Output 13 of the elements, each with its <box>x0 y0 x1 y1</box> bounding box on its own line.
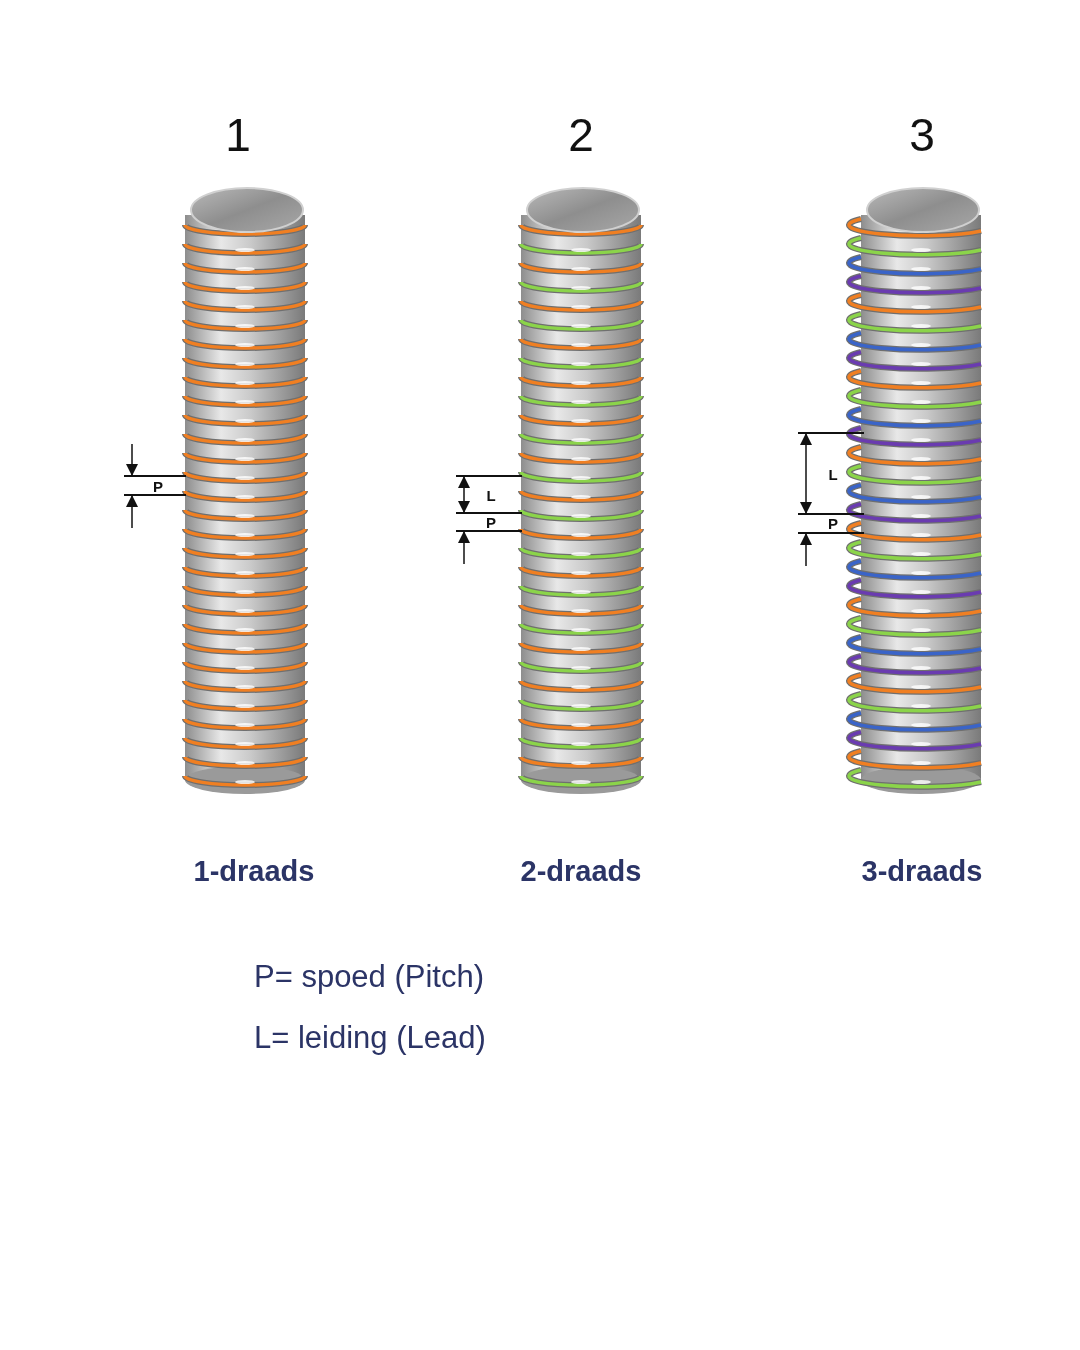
definition-note: L= leiding (Lead) <box>254 1022 486 1053</box>
dimension-label: P <box>153 478 163 494</box>
thread-type-caption: 2-draads <box>520 857 642 886</box>
figure-number: 2 <box>568 112 594 158</box>
figure-number: 3 <box>909 112 935 158</box>
thread-type-caption: 3-draads <box>861 857 983 886</box>
dimension-label: L <box>486 487 496 503</box>
dimension-label: P <box>486 514 496 530</box>
definition-note: P= spoed (Pitch) <box>254 961 485 992</box>
dimension-label: P <box>828 515 838 531</box>
thread-type-caption: 1-draads <box>193 857 315 886</box>
dimension-label: L <box>828 466 838 482</box>
figure-number: 1 <box>225 112 251 158</box>
